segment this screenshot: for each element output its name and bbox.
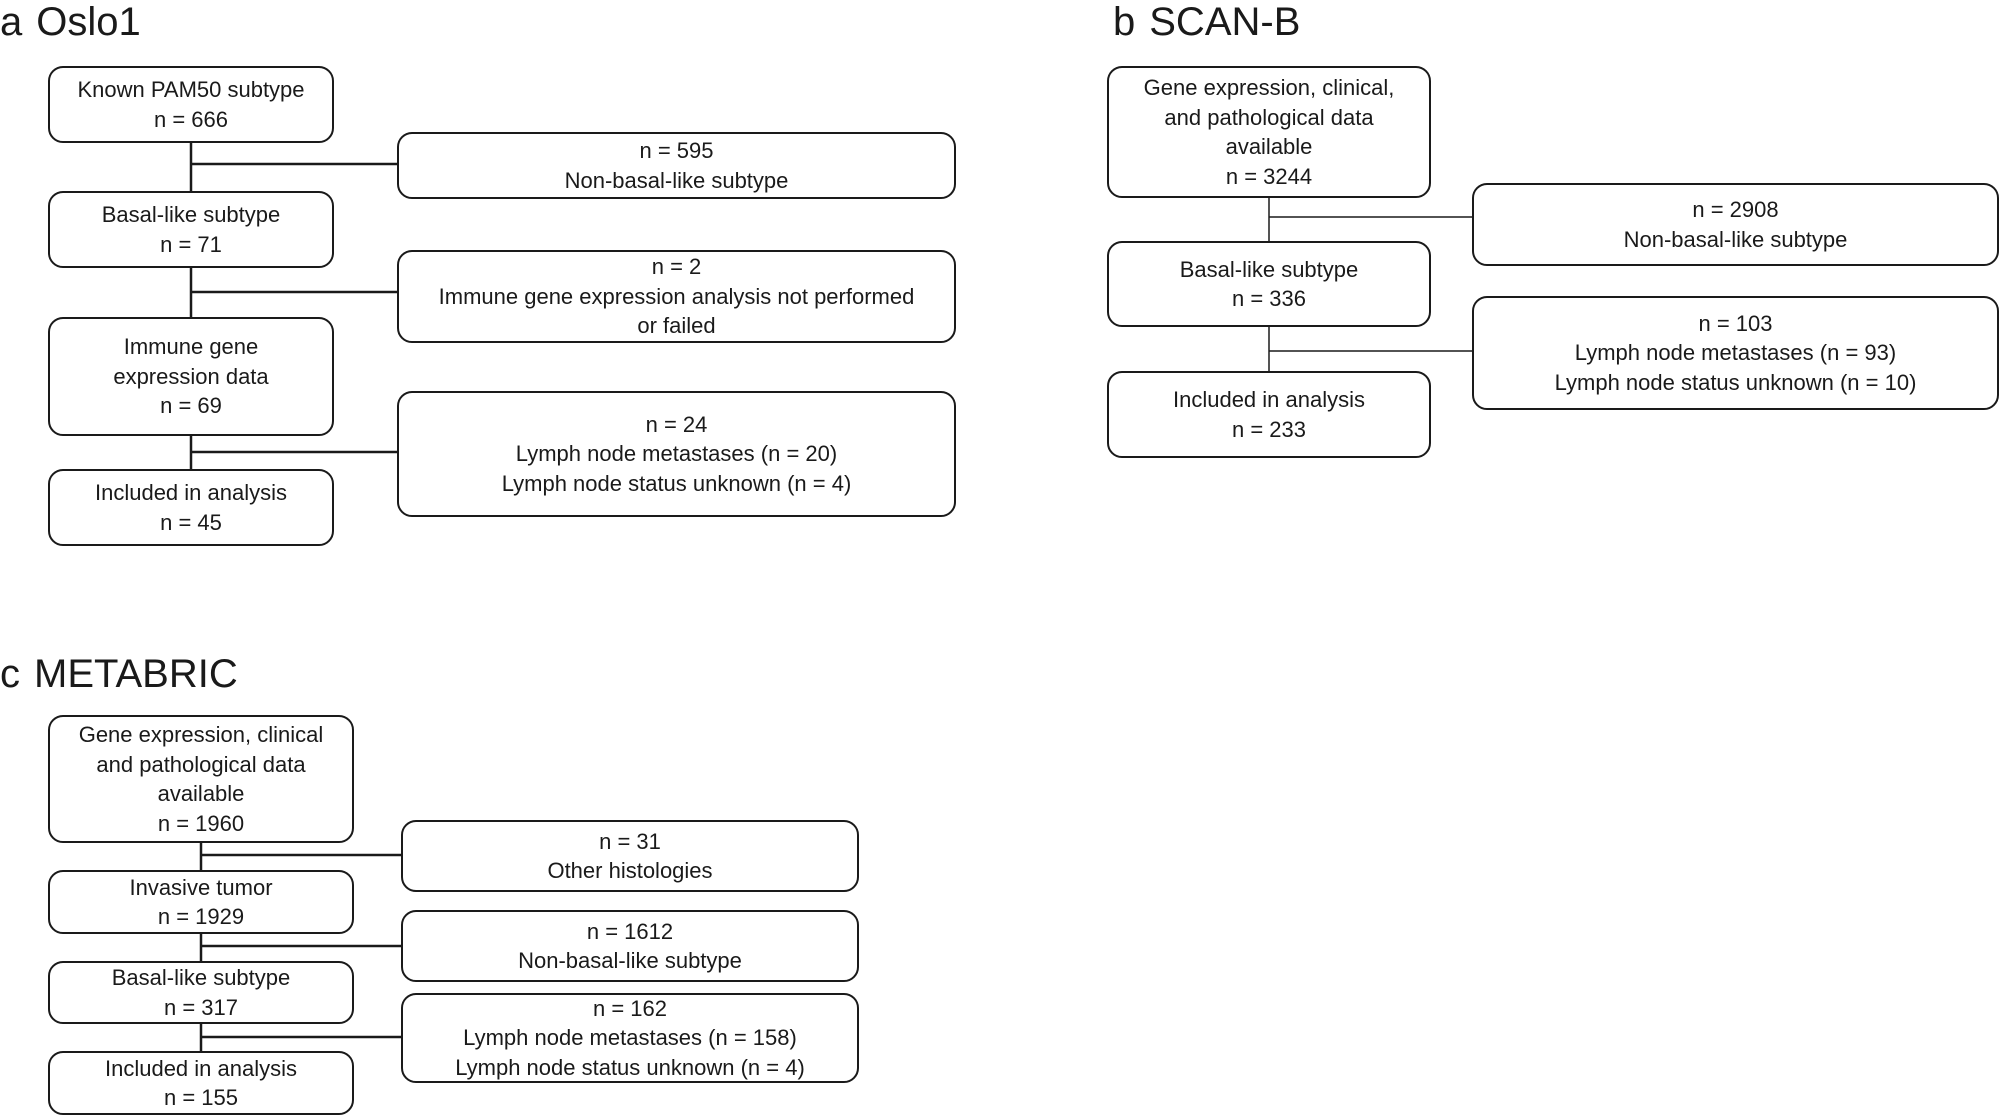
box-line: and pathological data <box>1164 104 1374 130</box>
box-count: n = 1929 <box>157 904 245 929</box>
box-line: Included in analysis <box>104 1055 297 1081</box>
box-line: Gene expression, clinical <box>78 722 324 747</box>
box-line: Included in analysis <box>1172 387 1365 412</box>
panel-name: SCAN-B <box>1149 0 1301 44</box>
box-excluded-lymph-node: n = 24 Lymph node metastases (n = 20) Ly… <box>397 391 956 517</box>
box-excluded-non-basal-like: n = 1612 Non-basal-like subtype <box>401 910 859 982</box>
box-line: Non-basal-like subtype <box>1623 226 1848 252</box>
box-line: Basal-like subtype <box>1179 256 1359 282</box>
box-count: n = 71 <box>160 231 222 257</box>
box-count: n = 317 <box>163 994 238 1020</box>
box-basal-like-subtype: Basal-like subtype n = 71 <box>48 191 334 268</box>
box-line: available <box>1225 134 1313 159</box>
panel-letter: a <box>0 0 23 44</box>
box-included-in-analysis: Included in analysis n = 233 <box>1107 371 1431 458</box>
box-count: n = 2908 <box>1692 197 1779 222</box>
box-gene-expression-available: Gene expression, clinical and pathologic… <box>48 715 354 843</box>
box-line: Basal-like subtype <box>111 965 291 990</box>
box-line: Other histologies <box>547 858 713 883</box>
box-basal-like-subtype: Basal-like subtype n = 336 <box>1107 241 1431 327</box>
box-included-in-analysis: Included in analysis n = 45 <box>48 469 334 546</box>
box-line: Lymph node status unknown (n = 4) <box>501 470 852 496</box>
box-count: n = 155 <box>163 1085 238 1110</box>
box-count: n = 336 <box>1231 286 1306 311</box>
panel-c-title: c METABRIC <box>0 652 238 696</box>
box-count: n = 233 <box>1231 416 1306 442</box>
box-count: n = 666 <box>153 106 228 132</box>
box-count: n = 2 <box>651 254 702 280</box>
box-line: expression data <box>113 363 269 389</box>
box-line: Lymph node status unknown (n = 4) <box>455 1054 805 1080</box>
box-excluded-other-histologies: n = 31 Other histologies <box>401 820 859 892</box>
box-line: Invasive tumor <box>129 874 273 900</box>
box-gene-expression-available: Gene expression, clinical, and pathologi… <box>1107 66 1431 198</box>
panel-b-title: b SCAN-B <box>1113 0 1300 44</box>
box-known-pam50-subtype: Known PAM50 subtype n = 666 <box>48 66 334 143</box>
box-line: or failed <box>637 313 716 339</box>
box-count: n = 1612 <box>586 918 674 944</box>
box-line: Basal-like subtype <box>101 202 281 227</box>
panel-a-title: a Oslo1 <box>0 0 141 44</box>
box-line: Lymph node metastases (n = 93) <box>1574 340 1897 366</box>
box-line: Lymph node status unknown (n = 10) <box>1554 369 1917 395</box>
box-line: Immune gene expression analysis not perf… <box>438 283 915 309</box>
panel-name: Oslo1 <box>36 0 141 44</box>
box-line: Lymph node metastases (n = 158) <box>463 1025 797 1051</box>
box-line: Lymph node metastases (n = 20) <box>515 441 838 467</box>
box-excluded-non-basal-like: n = 595 Non-basal-like subtype <box>397 132 956 199</box>
panel-letter: b <box>1113 0 1136 44</box>
box-excluded-lymph-node: n = 103 Lymph node metastases (n = 93) L… <box>1472 296 1999 410</box>
box-line: Known PAM50 subtype <box>77 77 305 102</box>
box-included-in-analysis: Included in analysis n = 155 <box>48 1051 354 1115</box>
box-line: and pathological data <box>96 751 306 777</box>
box-invasive-tumor: Invasive tumor n = 1929 <box>48 870 354 934</box>
box-immune-gene-expression-data: Immune gene expression data n = 69 <box>48 317 334 436</box>
box-line: Non-basal-like subtype <box>518 948 742 973</box>
box-count: n = 103 <box>1698 310 1773 336</box>
box-count: n = 45 <box>160 509 222 535</box>
box-count: n = 24 <box>645 411 708 437</box>
box-line: Gene expression, clinical, <box>1143 75 1395 100</box>
box-basal-like-subtype: Basal-like subtype n = 317 <box>48 961 354 1024</box>
box-count: n = 595 <box>639 138 714 163</box>
box-line: Non-basal-like subtype <box>564 167 789 193</box>
box-count: n = 69 <box>160 393 222 419</box>
box-line: available <box>157 781 245 806</box>
box-line: Immune gene <box>123 334 259 360</box>
box-count: n = 162 <box>592 995 667 1021</box>
box-excluded-non-basal-like: n = 2908 Non-basal-like subtype <box>1472 183 1999 266</box>
box-excluded-immune-analysis-failed: n = 2 Immune gene expression analysis no… <box>397 250 956 343</box>
box-excluded-lymph-node: n = 162 Lymph node metastases (n = 158) … <box>401 993 859 1083</box>
box-count: n = 31 <box>599 828 661 854</box>
box-count: n = 3244 <box>1225 163 1313 189</box>
panel-letter: c <box>0 652 20 696</box>
panel-name: METABRIC <box>34 652 238 696</box>
box-line: Included in analysis <box>94 480 287 505</box>
box-count: n = 1960 <box>157 810 245 836</box>
